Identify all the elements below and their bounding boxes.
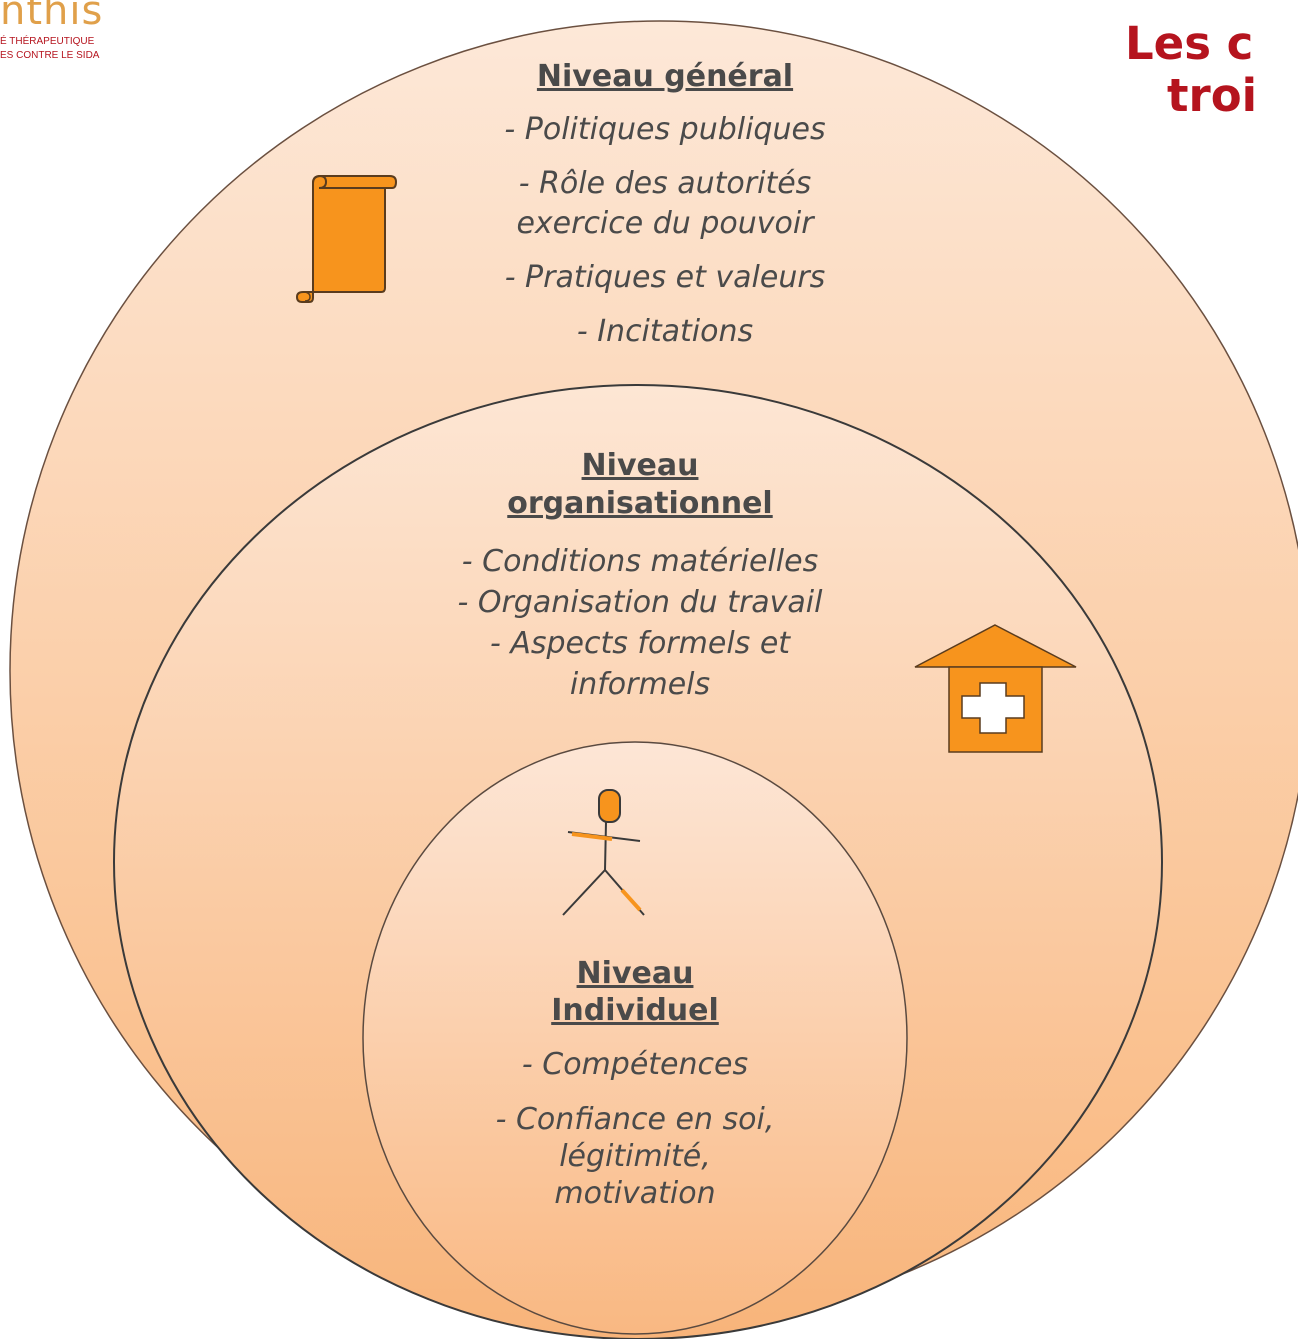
logo-wordmark: nthis: [0, 0, 104, 34]
org-item-formal-aspects: - Aspects formels et: [489, 626, 791, 661]
individual-heading-line-1: Niveau: [576, 956, 694, 991]
slide-title-line-2: troi: [1167, 69, 1258, 122]
general-item-practices-values: - Pratiques et valeurs: [504, 260, 826, 295]
individual-items: - Compétences - Confiance en soi, légiti…: [420, 1043, 850, 1212]
person-icon: [562, 789, 645, 916]
individual-heading-line-2: Individuel: [551, 993, 719, 1028]
general-item-authorities-cont: exercice du pouvoir: [516, 206, 814, 241]
org-item-material-conditions: - Conditions matérielles: [461, 544, 819, 579]
ind-item-self-confidence: - Confiance en soi,: [495, 1102, 775, 1137]
organisational-heading-line-2: organisationnel: [507, 486, 773, 521]
general-item-incentives: - Incitations: [576, 314, 754, 349]
ind-item-skills: - Compétences: [521, 1047, 749, 1082]
individual-level-circle: [362, 741, 908, 1335]
general-item-public-policies: - Politiques publiques: [504, 112, 826, 147]
logo-tagline-1: É THÉRAPEUTIQUE: [0, 36, 95, 47]
general-level-text: Niveau général - Politiques publiques - …: [400, 58, 930, 352]
health-center-icon: [914, 624, 1077, 753]
logo-tagline-2: ES CONTRE LE SIDA: [0, 50, 100, 61]
org-item-formal-aspects-cont: informels: [569, 667, 711, 702]
organisational-heading-line-1: Niveau: [581, 448, 699, 483]
slide-title: Les c troi: [1125, 18, 1257, 122]
general-item-authorities: - Rôle des autorités: [518, 166, 812, 201]
scroll-icon: [295, 174, 398, 303]
slide-title-line-1: Les c: [1125, 17, 1254, 70]
organisational-level-text: Niveau organisationnel - Conditions maté…: [360, 447, 920, 705]
individual-level-text: Niveau Individuel - Compétences - Confia…: [420, 955, 850, 1212]
ind-item-motivation: motivation: [554, 1176, 716, 1211]
org-item-work-organisation: - Organisation du travail: [457, 585, 823, 620]
general-level-heading: Niveau général: [536, 59, 794, 94]
organisational-items: - Conditions matérielles - Organisation …: [360, 541, 920, 705]
ind-item-legitimacy: légitimité,: [559, 1139, 711, 1174]
